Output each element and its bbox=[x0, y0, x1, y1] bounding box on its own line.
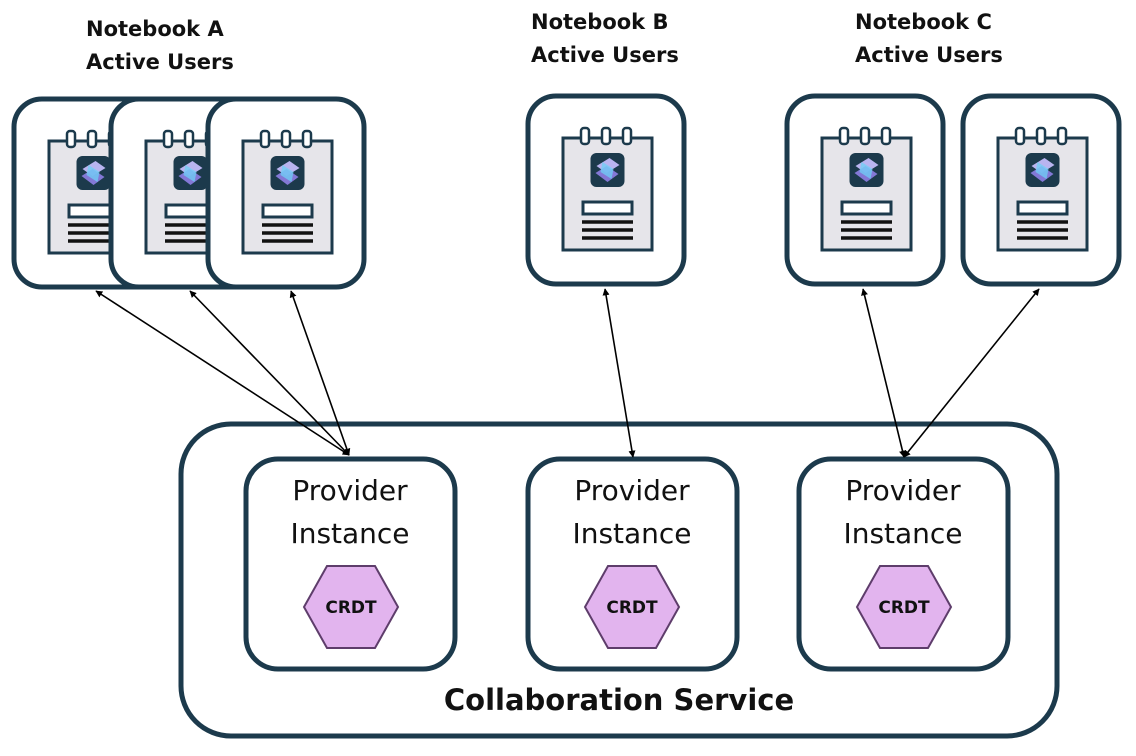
bidirectional-arrow bbox=[861, 288, 906, 458]
group-a-title: Notebook A Active Users bbox=[86, 17, 234, 74]
user-card bbox=[960, 93, 1122, 287]
hexagon-icon bbox=[855, 565, 953, 649]
provider-label-line1: Provider bbox=[574, 474, 690, 507]
provider-instance-3: Provider Instance CRDT bbox=[796, 456, 1011, 672]
provider-label-line2: Instance bbox=[572, 517, 691, 550]
group-c-title: Notebook C Active Users bbox=[855, 10, 1003, 67]
collaboration-service-title: Collaboration Service bbox=[443, 683, 795, 717]
provider-instance-2: Provider Instance CRDT bbox=[525, 456, 740, 672]
provider-label-line1: Provider bbox=[845, 474, 961, 507]
provider-instance-1: Provider Instance CRDT bbox=[243, 456, 458, 672]
provider-label-line2: Instance bbox=[843, 517, 962, 550]
crdt-badge: CRDT bbox=[878, 598, 930, 618]
jupyter-logo-icon bbox=[849, 153, 884, 187]
crdt-badge: CRDT bbox=[606, 598, 658, 618]
user-card bbox=[205, 96, 367, 290]
notebook-icon bbox=[820, 126, 913, 252]
jupyter-logo-icon bbox=[270, 156, 305, 190]
hexagon-icon bbox=[583, 565, 681, 649]
notebook-icon bbox=[561, 126, 654, 252]
bidirectional-arrow bbox=[602, 288, 636, 458]
jupyter-logo-icon bbox=[1025, 153, 1060, 187]
notebook-icon bbox=[996, 126, 1089, 252]
notebook-icon bbox=[241, 129, 334, 255]
user-card bbox=[784, 93, 946, 287]
provider-label-line1: Provider bbox=[292, 474, 408, 507]
user-card bbox=[525, 93, 687, 287]
provider-label-line2: Instance bbox=[290, 517, 409, 550]
crdt-badge: CRDT bbox=[325, 598, 377, 618]
bidirectional-arrow bbox=[903, 288, 1040, 458]
jupyter-logo-icon bbox=[76, 156, 111, 190]
jupyter-logo-icon bbox=[590, 153, 625, 187]
group-b-title: Notebook B Active Users bbox=[531, 10, 679, 67]
hexagon-icon bbox=[302, 565, 400, 649]
bidirectional-arrow bbox=[289, 290, 351, 456]
jupyter-logo-icon bbox=[173, 156, 208, 190]
